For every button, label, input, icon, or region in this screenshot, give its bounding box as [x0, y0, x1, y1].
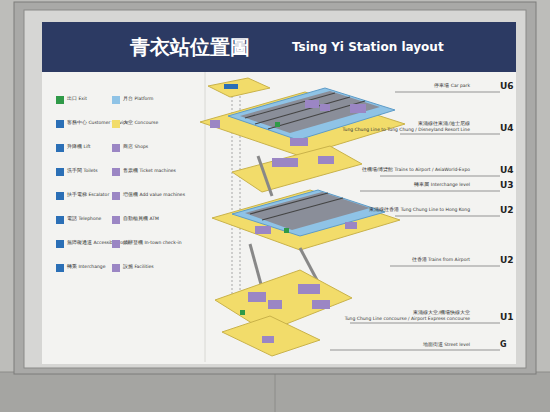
legend-swatch	[112, 96, 120, 104]
level-description: 轉車層 Interchange level	[414, 183, 470, 188]
legend-text: 電話 Telephone	[67, 217, 101, 222]
legend-swatch	[112, 192, 120, 200]
legend-swatch	[56, 192, 64, 200]
sign-title: 青衣站位置圖	[130, 36, 250, 58]
legend-text: 設施 Facilities	[123, 265, 154, 270]
level-description: Tung Chung Line concourse / Airport Expr…	[345, 317, 470, 322]
legend-text: 無障礙通道 Accessible route	[67, 241, 130, 246]
level-description: 東涌線往香港 Tung Chung Line to Hong Kong	[369, 208, 470, 213]
legend-text: 大堂 Concourse	[123, 121, 158, 126]
level-description: 東涌線往東涌/迪士尼線	[418, 122, 470, 127]
legend-swatch	[56, 168, 64, 176]
legend-text: 預辦登機 In-town check-in	[123, 241, 182, 246]
legend-text: 洗手間 Toilets	[67, 169, 98, 174]
sign-subtitle: Tsing Yi Station layout	[292, 41, 444, 54]
legend-swatch	[56, 216, 64, 224]
level-description: 地面街道 Street level	[423, 343, 470, 348]
level-code: U2	[500, 206, 514, 216]
legend-swatch	[112, 216, 120, 224]
legend-text: 扶手電梯 Escalator	[67, 193, 109, 198]
legend-swatch	[112, 240, 120, 248]
legend-text: 轉乘 Interchange	[67, 265, 105, 270]
legend-swatch	[112, 264, 120, 272]
level-code: U3	[500, 181, 514, 191]
legend-swatch	[56, 264, 64, 272]
level-code: G	[500, 341, 507, 350]
legend-text: 增值機 Add value machines	[123, 193, 185, 198]
level-description: 往香港 Trains from Airport	[412, 258, 470, 263]
legend-swatch	[56, 240, 64, 248]
legend-swatch	[112, 168, 120, 176]
legend-swatch	[56, 96, 64, 104]
legend-text: 升降機 Lift	[67, 145, 90, 150]
legend-text: 售票機 Ticket machines	[123, 169, 176, 174]
level-code: U6	[500, 82, 514, 92]
level-description: 東涌線大堂/機場快線大堂	[413, 311, 470, 316]
legend-text: 出口 Exit	[67, 97, 87, 102]
level-description: Tung Chung Line to Tung Chung / Disneyla…	[343, 128, 471, 133]
level-description: 往機場/博覽館 Trains to Airport / AsiaWorld-Ex…	[362, 168, 470, 173]
level-code: U2	[500, 256, 514, 266]
legend-text: 商店 Shops	[123, 145, 148, 150]
legend-swatch	[112, 120, 120, 128]
legend-text: 月台 Platform	[123, 97, 153, 102]
level-code: U4	[500, 124, 514, 134]
legend-swatch	[112, 144, 120, 152]
legend-text: 自動櫃員機 ATM	[123, 217, 159, 222]
legend-swatch	[56, 144, 64, 152]
level-code: U4	[500, 166, 514, 176]
level-code: U1	[500, 313, 514, 323]
level-description: 停車場 Car park	[434, 84, 470, 89]
legend-swatch	[56, 120, 64, 128]
